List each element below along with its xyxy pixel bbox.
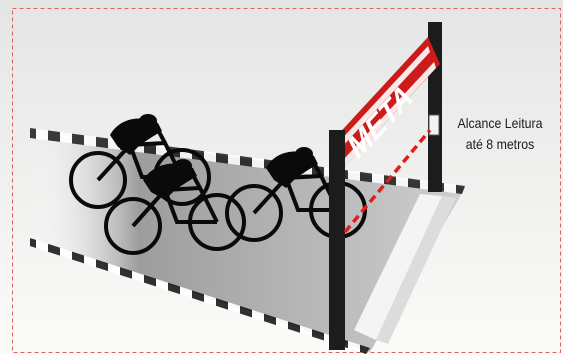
dashed-border <box>12 8 561 353</box>
range-label-line2: até 8 metros <box>465 136 535 152</box>
finish-line-gate: META <box>329 22 442 350</box>
cyclist-icon <box>104 159 246 255</box>
range-label: Alcance Leitura até 8 metros <box>447 113 553 155</box>
reading-beam <box>343 128 432 234</box>
reader-sensor-icon <box>428 114 440 136</box>
front-pole <box>329 130 345 350</box>
range-label-line1: Alcance Leitura <box>457 115 543 131</box>
